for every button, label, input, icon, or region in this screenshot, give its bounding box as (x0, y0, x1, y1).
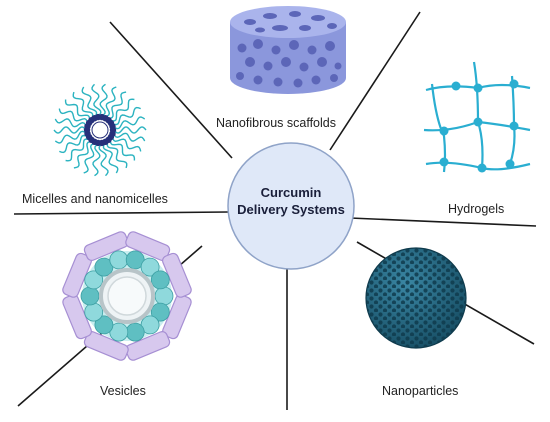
line-scaffolds (109, 21, 233, 159)
scaffold-icon (230, 6, 346, 94)
center-title: Curcumin Delivery Systems (226, 184, 356, 218)
center-circle (227, 142, 355, 270)
label-hydrogels: Hydrogels (448, 202, 505, 216)
label-micelles: Micelles and nanomicelles (22, 192, 168, 206)
line-hydrogels (329, 11, 421, 151)
center-title-line2: Delivery Systems (237, 202, 345, 217)
line-micelles (13, 211, 229, 215)
label-vesicles: Vesicles (100, 384, 146, 398)
hydrogel-icon (423, 61, 531, 173)
center-title-line1: Curcumin (260, 185, 322, 200)
line-hydrogels-2 (349, 217, 537, 227)
nanoparticle-icon (365, 247, 467, 349)
vesicle-icon (62, 231, 192, 361)
label-scaffolds: Nanofibrous scaffolds (216, 116, 336, 130)
label-nanoparticles: Nanoparticles (382, 384, 459, 398)
micelle-icon (53, 83, 147, 177)
